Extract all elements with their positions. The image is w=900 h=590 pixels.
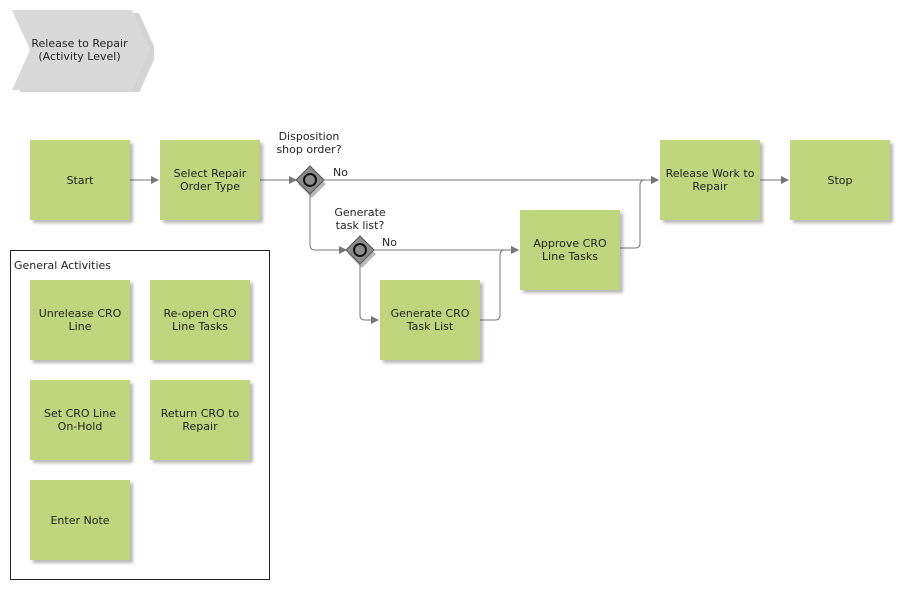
generate-no-label: No [382, 236, 397, 249]
stop-node[interactable]: Stop [790, 140, 890, 220]
process-title-line1: Release to Repair [31, 37, 128, 50]
connector-approve-to-release [620, 176, 659, 249]
approve-cro-line-tasks-activity[interactable]: Approve CRO Line Tasks [520, 210, 620, 290]
return-cro-to-repair-activity[interactable]: Return CRO to Repair [150, 380, 250, 460]
select-repair-order-type-activity[interactable]: Select Repair Order Type [160, 140, 260, 220]
general-activities-title: General Activities [14, 259, 112, 272]
connector-generate-to-task-list [359, 264, 379, 324]
general-activities-group: General Activities [10, 250, 270, 580]
reopen-cro-line-tasks-activity[interactable]: Re-open CRO Line Tasks [150, 280, 250, 360]
enter-note-activity[interactable]: Enter Note [30, 480, 130, 560]
event-chevron-shape [12, 10, 157, 93]
gateway-disposition[interactable] [295, 165, 326, 198]
process-title-line2: (Activity Level) [38, 50, 121, 63]
connector-task-list-to-approve [480, 246, 519, 321]
release-work-to-repair-activity[interactable]: Release Work to Repair [660, 140, 760, 220]
process-title-event: Release to Repair (Activity Level) [12, 10, 157, 93]
generate-gateway-label: Generate task list? [334, 206, 386, 232]
generate-cro-task-list-activity[interactable]: Generate CRO Task List [380, 280, 480, 360]
process-title: Release to Repair (Activity Level) [12, 10, 147, 90]
gateway-generate-task-list[interactable] [345, 235, 376, 268]
connector-disposition-to-generate-gateway [309, 194, 347, 254]
disposition-no-label: No [333, 166, 348, 179]
disposition-gateway-label: Disposition shop order? [276, 130, 342, 156]
unrelease-cro-line-activity[interactable]: Unrelease CRO Line [30, 280, 130, 360]
set-cro-line-on-hold-activity[interactable]: Set CRO Line On-Hold [30, 380, 130, 460]
start-node[interactable]: Start [30, 140, 130, 220]
